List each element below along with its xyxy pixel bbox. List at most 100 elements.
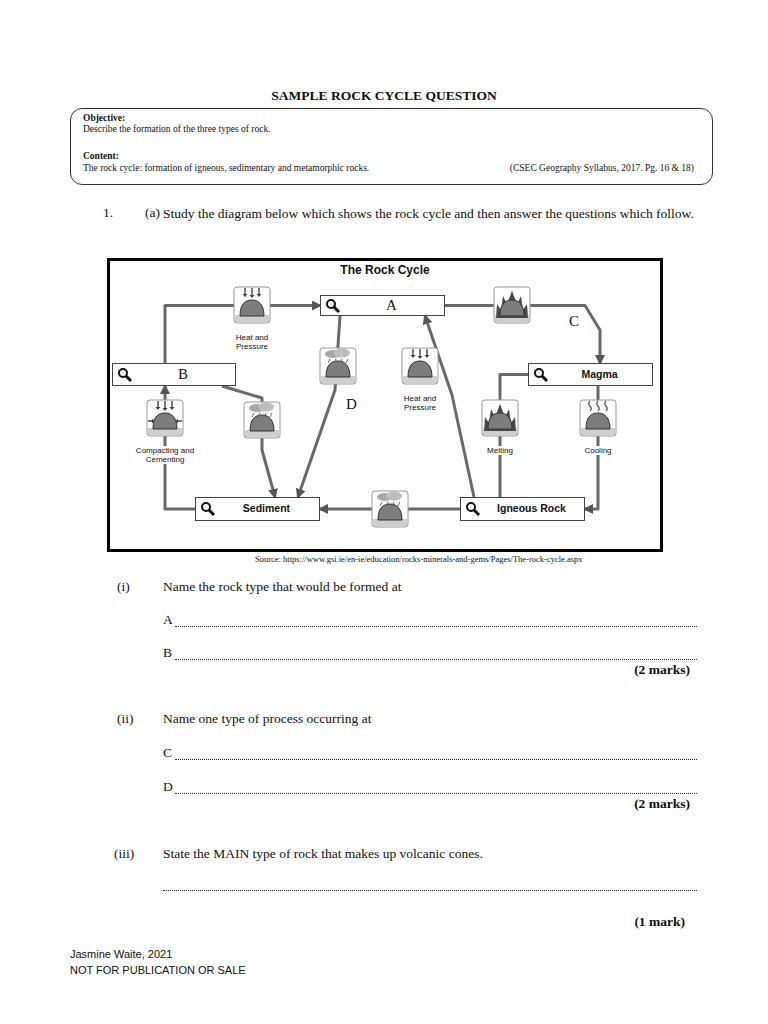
force-arrowhead xyxy=(243,294,248,297)
force-arrowhead xyxy=(418,356,423,359)
sub-part: (iii) xyxy=(114,846,134,862)
force-arrowhead xyxy=(163,408,168,411)
cycle-arrow xyxy=(298,316,340,497)
question-text: Name the rock type that would be formed … xyxy=(163,579,401,595)
magnifier-lens xyxy=(327,300,335,308)
icon-frame xyxy=(244,402,280,438)
magnifier-lens xyxy=(467,503,475,511)
force-arrowhead xyxy=(257,294,262,297)
rock xyxy=(586,413,610,429)
magnifier-handle xyxy=(474,510,479,515)
rock xyxy=(408,361,432,377)
rock xyxy=(500,300,524,316)
cool-icon xyxy=(580,400,616,436)
rock-label: Igneous Rock xyxy=(479,503,566,515)
heat-wave xyxy=(589,401,592,411)
rock xyxy=(378,504,402,520)
force-arrowhead xyxy=(425,355,430,358)
objective-text: The rock cycle: formation of igneous, se… xyxy=(83,163,369,174)
magnifier-lens xyxy=(535,369,543,377)
answer-letter: B xyxy=(163,645,172,661)
force-arrowhead xyxy=(411,355,416,358)
rain xyxy=(252,413,272,417)
marks: (2 marks) xyxy=(590,662,690,678)
question-text: Name one type of process occurring at xyxy=(163,711,371,727)
answer-line xyxy=(175,793,697,794)
question-text: State the MAIN type of rock that makes u… xyxy=(163,846,483,862)
answer-line xyxy=(163,890,697,891)
question-number: 1. xyxy=(103,205,113,221)
compact-icon xyxy=(147,400,183,436)
rock-label-box: A xyxy=(320,295,445,316)
force-arrowhead xyxy=(170,407,175,410)
objective-text: Content: xyxy=(83,151,119,162)
part-letter: (a) xyxy=(145,205,160,221)
icon-frame xyxy=(494,287,530,323)
rain xyxy=(380,502,400,506)
flames xyxy=(484,404,516,431)
force-arrow xyxy=(412,349,413,356)
rock xyxy=(488,413,512,429)
objective-text: Describe the formation of the three type… xyxy=(83,124,271,135)
page-title: SAMPLE ROCK CYCLE QUESTION xyxy=(0,88,768,104)
rock-label-box: Igneous Rock xyxy=(460,497,585,521)
answer-line xyxy=(175,626,697,627)
magnifier-handle xyxy=(126,376,131,381)
magnifier-lens xyxy=(202,503,210,511)
cloud xyxy=(258,403,274,412)
magnifier-handle xyxy=(209,510,214,515)
icon-frame xyxy=(320,348,356,384)
hp-icon xyxy=(234,287,270,323)
rock-label: A xyxy=(368,297,397,314)
marks: (1 mark) xyxy=(585,914,685,930)
sub-part: (ii) xyxy=(117,711,134,727)
flames xyxy=(496,291,528,318)
weather-icon xyxy=(320,348,356,384)
diagram-frame: The Rock CycleABMagmaSedimentIgneous Roc… xyxy=(107,258,663,552)
cloud xyxy=(334,349,350,358)
objective-text: Objective: xyxy=(83,113,125,124)
answer-letter: D xyxy=(163,779,173,795)
rock-label-box: Magma xyxy=(528,363,653,386)
marks: (2 marks) xyxy=(590,796,690,812)
cloud xyxy=(386,492,402,501)
magnifier-icon xyxy=(465,501,481,517)
magnifier-handle xyxy=(542,376,547,381)
process-caption: Melting xyxy=(480,446,520,455)
magnifier-icon xyxy=(533,367,549,383)
rock xyxy=(250,415,274,431)
sub-part: (i) xyxy=(117,579,130,595)
answer-letter: A xyxy=(163,612,173,628)
icon-frame xyxy=(482,400,518,436)
force-arrowhead xyxy=(156,407,161,410)
icon-frame xyxy=(372,491,408,527)
diagram-title: The Rock Cycle xyxy=(110,263,660,277)
magnifier-lens xyxy=(119,369,127,377)
icon-frame xyxy=(147,400,183,436)
heat-wave xyxy=(605,401,608,411)
rock-label-box: Sediment xyxy=(195,497,320,521)
answer-line xyxy=(175,659,697,660)
process-caption: Heat and Pressure xyxy=(397,394,443,412)
melt-icon xyxy=(494,287,530,323)
icon-frame xyxy=(402,348,438,384)
force-arrow xyxy=(171,401,172,408)
weather-icon xyxy=(244,402,280,438)
icon-frame xyxy=(234,287,270,323)
force-arrow xyxy=(244,288,245,295)
cycle-arrow xyxy=(425,316,474,497)
force-arrow xyxy=(164,401,165,409)
process-letter: D xyxy=(346,396,357,413)
footer-note: Jasmine Waite, 2021 xyxy=(70,948,172,961)
footer-note: NOT FOR PUBLICATION OR SALE xyxy=(70,964,246,977)
side-arrowhead xyxy=(152,419,178,424)
question-text: Study the diagram below which shows the … xyxy=(163,205,695,222)
answer-line xyxy=(175,759,697,760)
weather-icon xyxy=(372,491,408,527)
rock xyxy=(153,413,177,429)
magnifier-icon xyxy=(117,367,133,383)
rock xyxy=(240,300,264,316)
process-caption: Cooling xyxy=(578,446,618,455)
rain xyxy=(328,359,348,363)
